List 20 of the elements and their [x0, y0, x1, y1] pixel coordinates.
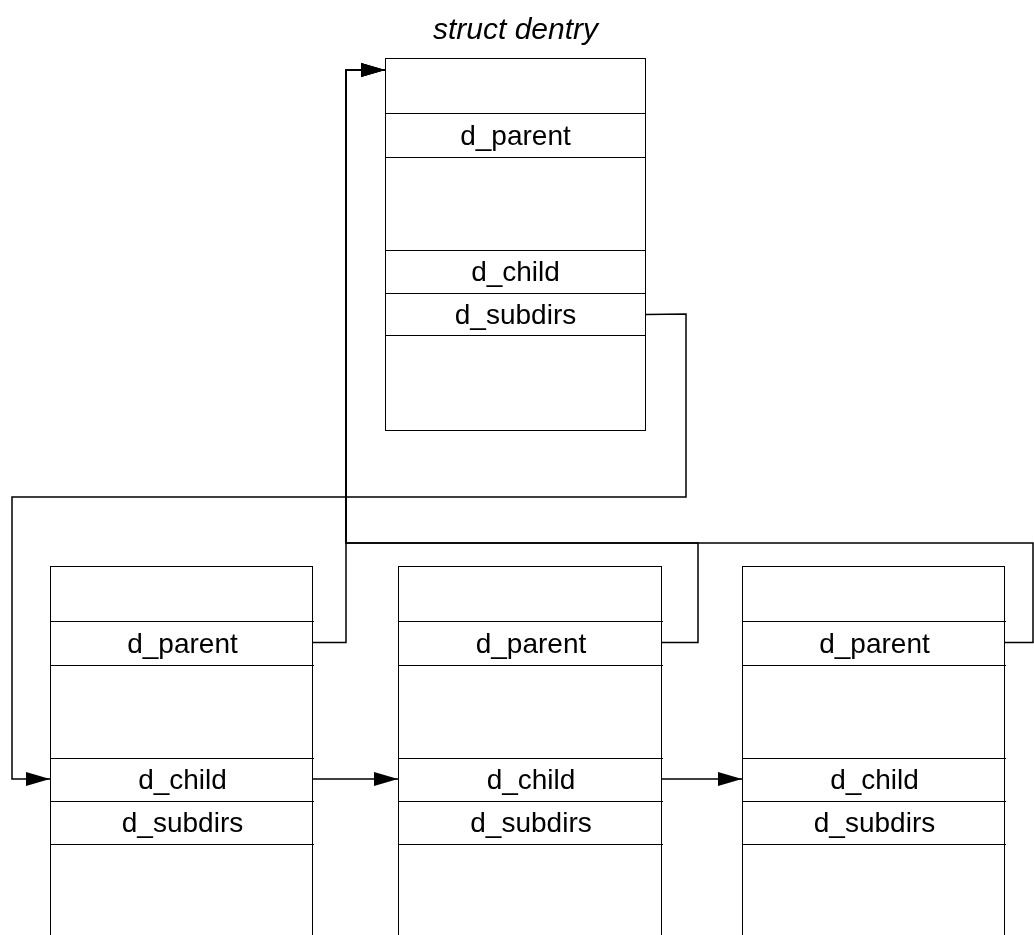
- field-row: d_subdirs: [51, 801, 314, 845]
- field-row: d_parent: [743, 621, 1006, 666]
- struct-box: [398, 566, 662, 935]
- pointer-arrow: [661, 772, 743, 786]
- field-row: d_child: [385, 250, 646, 294]
- field-row: d_parent: [399, 621, 663, 666]
- field-row: d_subdirs: [385, 293, 646, 336]
- field-row: d_subdirs: [399, 801, 663, 845]
- pointer-arrow: [11, 313, 687, 786]
- field-row: d_child: [399, 758, 663, 802]
- field-row: d_child: [51, 758, 314, 802]
- pointer-arrow: [312, 772, 399, 786]
- field-row: d_child: [743, 758, 1006, 802]
- field-row: d_subdirs: [743, 801, 1006, 845]
- struct-box: [742, 566, 1005, 935]
- struct-title: struct dentry: [431, 11, 601, 47]
- field-row: d_parent: [385, 113, 646, 158]
- field-row: d_parent: [51, 621, 314, 666]
- struct-box: [50, 566, 313, 935]
- pointer-arrow: [345, 63, 1034, 644]
